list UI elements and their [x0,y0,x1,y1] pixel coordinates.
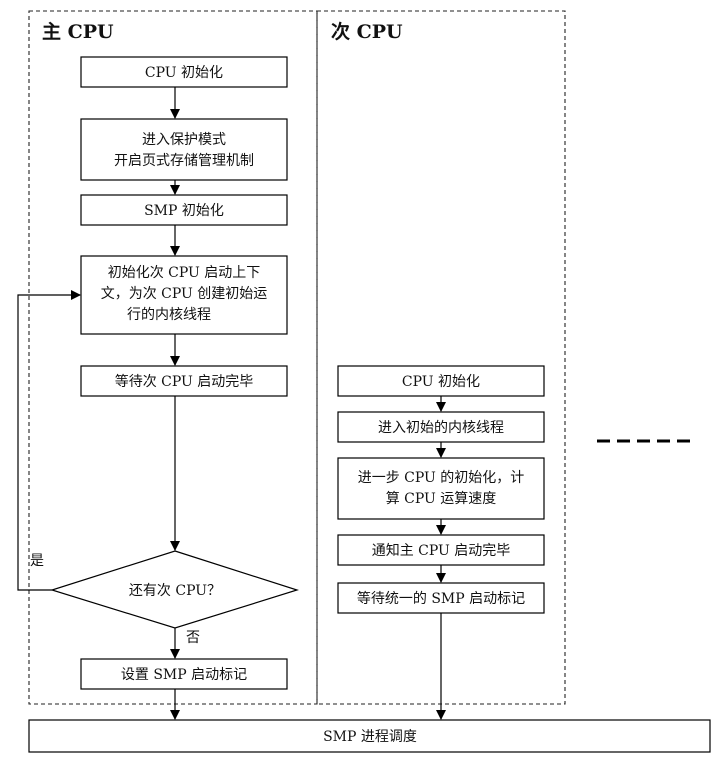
enter-thread-text: 进入初始的内核线程 [378,419,504,436]
init-context-text-line2: 文，为次 CPU 创建初始运 [101,285,268,302]
wait-flag-box [337,582,545,614]
protected-mode-text-line2: 开启页式存储管理机制 [114,153,254,169]
further-init-text-line2: 算 CPU 运算速度 [386,491,497,507]
smp-init-box [80,194,288,226]
more-cpu-decision-text: 还有次 CPU？ [129,583,221,599]
wait-secondary-text: 等待次 CPU 启动完毕 [115,373,254,390]
notify-main-text: 通知主 CPU 启动完毕 [372,542,511,559]
further-init-text-line1: 进一步 CPU 的初始化，计 [358,469,525,486]
smp-scheduling-box [28,719,711,753]
enter-thread-box [337,411,545,443]
main-cpu-init-box [80,56,288,88]
sec-cpu-init-text: CPU 初始化 [402,373,480,390]
main-cpu-lane [28,10,318,705]
smp-scheduling-text: SMP 进程调度 [323,729,417,745]
wait-secondary-box [80,365,288,397]
yes-label: 是 [30,553,44,569]
main-cpu-lane-title: 主 CPU [42,21,114,43]
main-cpu-init-text: CPU 初始化 [145,64,223,81]
set-smp-flag-box [80,658,288,690]
init-context-text-line3: 行的内核线程 [127,307,211,323]
protected-mode-box [80,118,288,181]
secondary-cpu-lane-title: 次 CPU [331,20,403,43]
init-context-text-line1: 初始化次 CPU 启动上下 [108,264,261,281]
smp-init-text: SMP 初始化 [144,202,224,219]
further-init-box [337,457,545,520]
set-smp-flag-text: 设置 SMP 启动标记 [121,667,247,683]
protected-mode-text-line1: 进入保护模式 [142,132,226,148]
sec-cpu-init-box [337,365,545,397]
no-label: 否 [186,630,200,646]
yes-loop-arrow [17,290,81,591]
wait-flag-text: 等待统一的 SMP 启动标记 [357,590,525,607]
init-context-box [80,255,288,335]
